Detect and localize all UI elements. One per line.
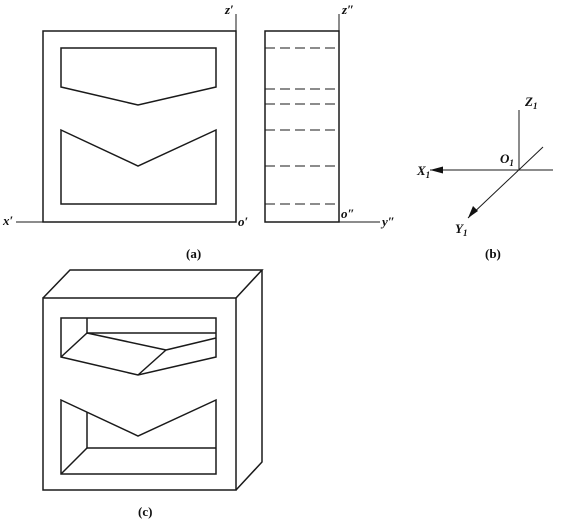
- lower-opening-outline: [60, 398, 217, 475]
- label-o-dprime: o″: [341, 206, 355, 221]
- front-view: [16, 14, 237, 223]
- axonometric-axes: [430, 110, 553, 219]
- label-X1: X1: [416, 163, 430, 180]
- label-x-prime: x′: [2, 213, 14, 228]
- front-upper-opening: [60, 47, 217, 106]
- upper-ridge-diagonal: [137, 349, 167, 376]
- upper-back-left-slope: [86, 332, 167, 351]
- lower-left-corner-diagonal: [60, 447, 88, 475]
- label-z-dprime: z″: [341, 2, 354, 17]
- caption-b: (b): [485, 246, 501, 261]
- label-o-prime: o′: [238, 214, 249, 229]
- box-front-face: [42, 297, 237, 491]
- label-Y1: Y1: [455, 221, 467, 238]
- box-right-face: [235, 270, 263, 491]
- x1-arrow-icon: [430, 166, 443, 174]
- upper-opening-outline: [60, 317, 217, 376]
- upper-left-corner-diagonal: [60, 332, 88, 358]
- label-z-prime: z′: [224, 2, 234, 17]
- caption-a: (a): [186, 246, 201, 261]
- label-O1: O1: [500, 151, 514, 168]
- front-outer-frame: [42, 30, 237, 223]
- isometric-view: [42, 269, 264, 491]
- side-view: [264, 14, 380, 223]
- y1-axis: [467, 146, 544, 219]
- upper-back-right-slope: [165, 337, 217, 351]
- caption-c: (c): [138, 504, 152, 519]
- label-y-dprime: y″: [380, 214, 395, 229]
- label-Z1: Z1: [524, 94, 537, 111]
- front-lower-opening: [60, 128, 217, 205]
- y1-arrow-icon: [468, 206, 478, 218]
- side-outer-frame: [264, 30, 340, 223]
- box-top-face: [42, 269, 264, 299]
